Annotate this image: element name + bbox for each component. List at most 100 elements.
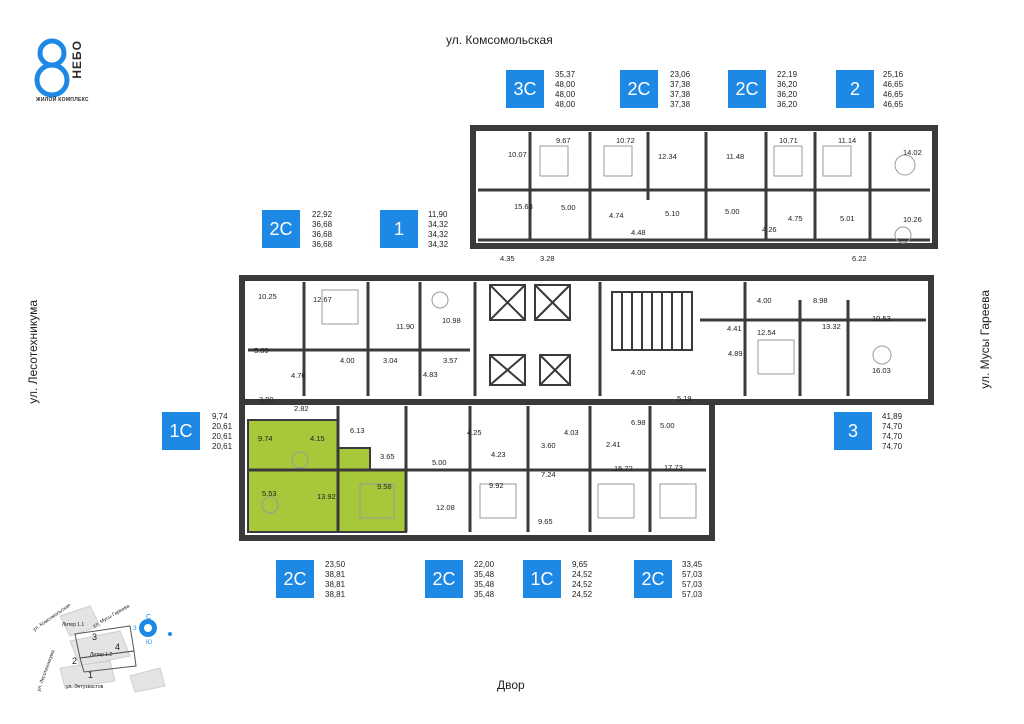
- apartment-type-badge[interactable]: 2С: [276, 560, 314, 598]
- room-area: 5.00: [725, 207, 740, 216]
- room-area: 4.76: [291, 371, 306, 380]
- room-area: 2.41: [606, 440, 621, 449]
- minimap-section: 3: [92, 632, 98, 642]
- minimap-section: 4: [115, 642, 121, 652]
- room-area: 4.00: [757, 296, 772, 305]
- room-area: 3.04: [383, 356, 398, 365]
- room-area: 9.58: [377, 482, 392, 491]
- room-area: 2.82: [294, 404, 309, 413]
- room-area: 3.28: [540, 254, 555, 263]
- room-area: 5.00: [432, 458, 447, 467]
- room-area: 10.71: [779, 136, 798, 145]
- room-area: 3.65: [380, 452, 395, 461]
- apartment-type-badge[interactable]: 1: [380, 210, 418, 248]
- apartment-type-badge[interactable]: 1С: [162, 412, 200, 450]
- room-area: 12.54: [757, 328, 776, 337]
- room-area: 4.89: [728, 349, 743, 358]
- minimap-section: 1: [88, 670, 94, 680]
- logo-subtitle: ЖИЛОЙ КОМПЛЕКС: [36, 97, 89, 103]
- top-wing-outline: [470, 125, 938, 249]
- room-area: 10.25: [258, 292, 277, 301]
- apartment-type-badge[interactable]: 2С: [634, 560, 672, 598]
- room-area: 4.48: [631, 228, 646, 237]
- room-area: 4.03: [564, 428, 579, 437]
- room-area: 16.03: [872, 366, 891, 375]
- compass-south: Ю: [146, 640, 153, 646]
- room-area: 11.14: [838, 136, 857, 145]
- room-area: 6.13: [350, 426, 365, 435]
- room-area: 9.92: [489, 481, 504, 490]
- room-area: 9.67: [556, 136, 571, 145]
- room-area: 5.00: [254, 346, 269, 355]
- room-area: 15.63: [514, 202, 533, 211]
- room-area: 4.75: [788, 214, 803, 223]
- room-area: 10.07: [508, 150, 527, 159]
- apartment-type-badge[interactable]: 2С: [425, 560, 463, 598]
- room-area: 4.25: [467, 428, 482, 437]
- room-area: 10.72: [616, 136, 635, 145]
- room-area: 4.00: [340, 356, 355, 365]
- minimap-street: ул. Энтузиастов: [66, 684, 104, 690]
- room-area: 13.32: [822, 322, 841, 331]
- room-area: 5.10: [665, 209, 680, 218]
- apartment-type-badge[interactable]: 1С: [523, 560, 561, 598]
- room-area: 11.90: [396, 322, 415, 331]
- room-area: 5.00: [660, 421, 675, 430]
- room-area: 4.35: [500, 254, 515, 263]
- room-area: 10.26: [903, 215, 922, 224]
- room-area: 4.23: [491, 450, 506, 459]
- room-area: 4.74: [609, 211, 624, 220]
- apartment-type-badge[interactable]: 3: [834, 412, 872, 450]
- room-area: 8.98: [813, 296, 828, 305]
- room-area: 9.65: [538, 517, 553, 526]
- room-area: 17.73: [664, 463, 683, 472]
- room-area: 10.53: [872, 314, 891, 323]
- room-area: 4.41: [727, 324, 742, 333]
- minimap-section: 2: [72, 656, 78, 666]
- room-area: 14.02: [903, 148, 922, 157]
- room-area: 3.57: [443, 356, 458, 365]
- room-area: 7.24: [541, 470, 556, 479]
- apartment-type-badge[interactable]: 3С: [506, 70, 544, 108]
- apartment-type-badge[interactable]: 2С: [620, 70, 658, 108]
- apartment-type-badge[interactable]: 2С: [262, 210, 300, 248]
- apartment-type-badge[interactable]: 2: [836, 70, 874, 108]
- room-area: 5.19: [677, 394, 692, 403]
- room-area: 6.22: [852, 254, 867, 263]
- room-area: 3.60: [541, 441, 556, 450]
- compass-west: З: [133, 626, 137, 632]
- site-minimap: [59, 605, 172, 693]
- compass-north: С: [146, 614, 152, 621]
- apartment-type-badge[interactable]: 2С: [728, 70, 766, 108]
- room-area: 5.00: [561, 203, 576, 212]
- room-area: 10.98: [442, 316, 461, 325]
- room-area: 6.98: [631, 418, 646, 427]
- room-area: 4.15: [310, 434, 325, 443]
- room-area: 4.83: [423, 370, 438, 379]
- street-top: ул. Комсомольская: [446, 33, 553, 47]
- room-area: 4.00: [631, 368, 646, 377]
- logo-eight-icon: [34, 38, 70, 98]
- room-area: 12.67: [313, 295, 332, 304]
- room-area: 4.26: [762, 225, 777, 234]
- minimap-building: Литер 1.1: [62, 622, 85, 628]
- middle-body-outline: [239, 275, 934, 405]
- room-area: 15.72: [614, 464, 633, 473]
- room-area: 9.74: [258, 434, 273, 443]
- room-area: 5.01: [840, 214, 855, 223]
- room-area: 12.34: [658, 152, 677, 161]
- room-area: 5.53: [262, 489, 277, 498]
